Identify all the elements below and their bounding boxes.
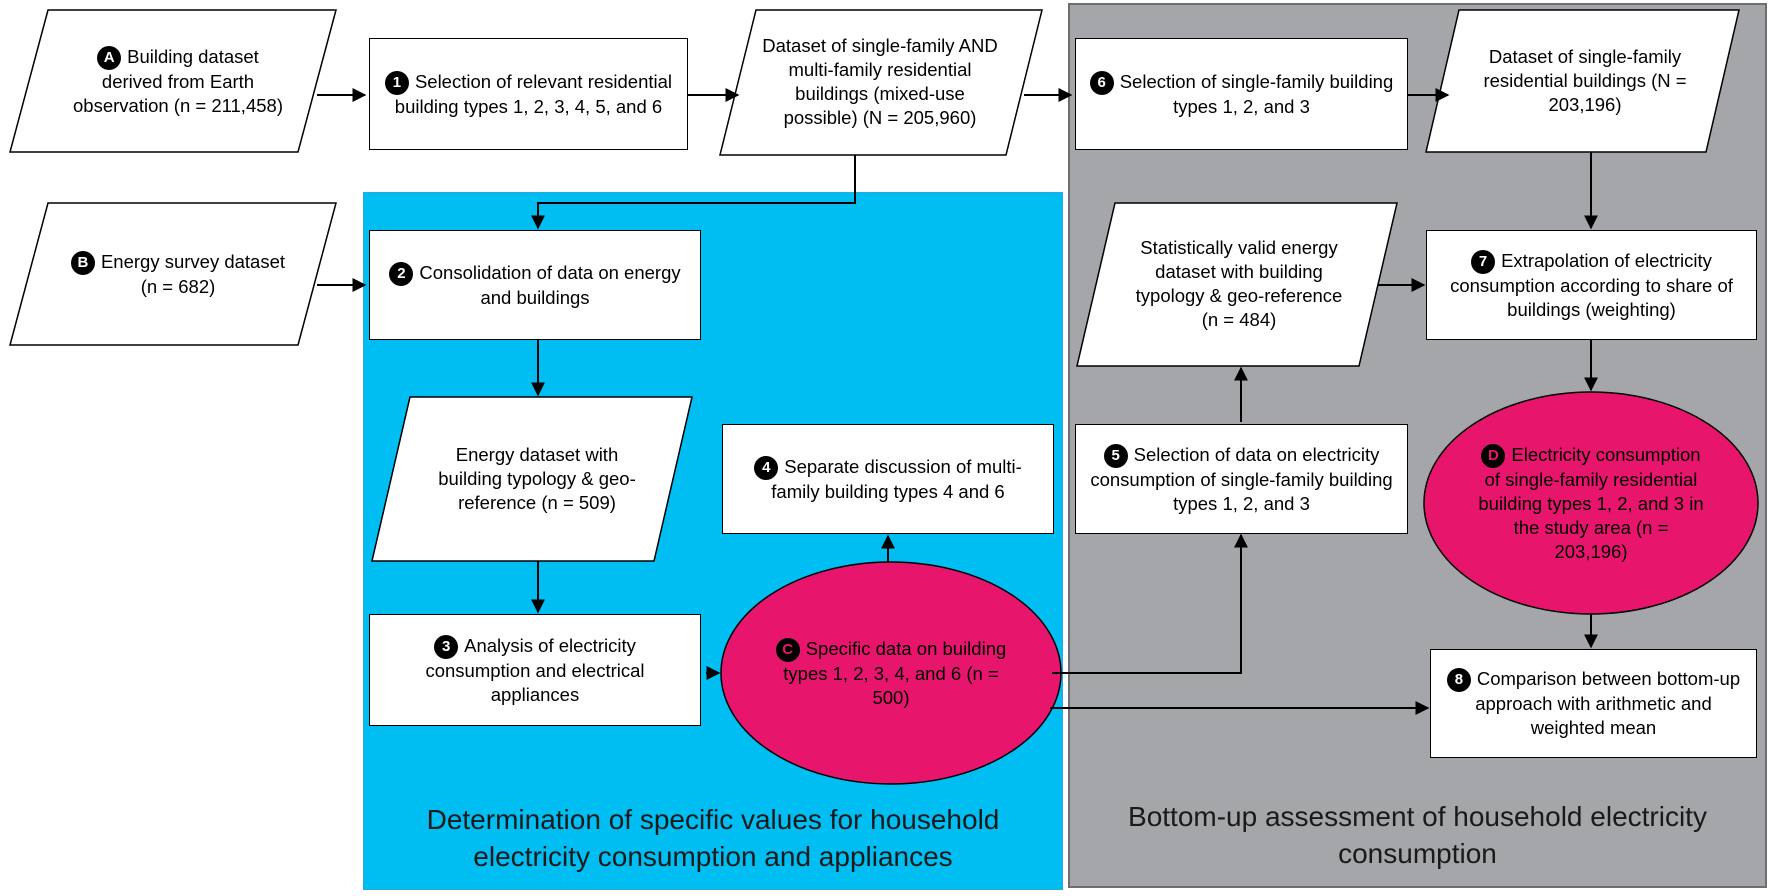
marker-5-icon: 5 <box>1103 443 1128 468</box>
shape-ds-valid <box>1076 202 1398 367</box>
marker-6-icon: 6 <box>1089 70 1114 95</box>
marker-7-icon: 7 <box>1471 249 1496 274</box>
node-D-text: Electricity consumption of single-family… <box>1478 443 1704 562</box>
step-4-text: Separate discussion of multi-family buil… <box>771 455 1022 502</box>
gray-region-title: Bottom-up assessment of household electr… <box>1128 801 1707 869</box>
arrow-dssfmf-2 <box>531 155 856 230</box>
node-ds-energy-text: Energy dataset with building typology & … <box>438 444 636 513</box>
node-B-text: Energy survey dataset (n = 682) <box>100 250 286 297</box>
step-6-text: Selection of single-family building type… <box>1119 70 1394 117</box>
marker-3-icon: 3 <box>434 634 459 659</box>
marker-4-icon: 4 <box>754 455 779 480</box>
node-ds-energy: Energy dataset with building typology & … <box>432 405 642 553</box>
marker-8-icon: 8 <box>1446 668 1471 692</box>
marker-B-icon: B <box>70 250 95 275</box>
step-1-text: Selection of relevant residential buildi… <box>394 70 673 117</box>
node-ds-valid-text: Statistically valid energy dataset with … <box>1135 237 1343 330</box>
marker-D-icon: D <box>1481 443 1506 468</box>
shape-ds-energy <box>371 396 693 562</box>
marker-2-icon: 2 <box>389 261 414 286</box>
marker-1-icon: 1 <box>384 70 409 95</box>
node-C-text: Specific data on building types 1, 2, 3,… <box>783 637 1007 708</box>
marker-A-icon: A <box>97 45 122 70</box>
step-5-text: Selection of data on electricity consump… <box>1090 443 1393 514</box>
step-7-text: Extrapolation of electricity consumption… <box>1450 249 1733 320</box>
node-ds-sf-text: Dataset of single-family residential bui… <box>1483 46 1687 115</box>
arrow-C-5 <box>1052 533 1248 674</box>
marker-C-icon: C <box>775 637 800 662</box>
node-A-text: Building dataset derived from Earth obse… <box>73 45 283 116</box>
shape-ds-sf-mf <box>719 9 1043 156</box>
node-ds-valid: Statistically valid energy dataset with … <box>1130 208 1348 360</box>
shape-ds-sf <box>1425 9 1740 153</box>
shape-B <box>9 202 337 346</box>
node-ds-sf-mf-text: Dataset of single-family AND multi-famil… <box>762 35 998 128</box>
blue-region-title: Determination of specific values for hou… <box>426 804 1000 872</box>
step-3-text: Analysis of electricity consumption and … <box>425 634 645 705</box>
shape-A <box>9 9 337 153</box>
step-2-text: Consolidation of data on energy and buil… <box>419 261 681 308</box>
step-8-text: Comparison between bottom-up approach wi… <box>1475 668 1741 738</box>
node-ds-sf-mf: Dataset of single-family AND multi-famil… <box>760 12 1000 152</box>
node-ds-sf: Dataset of single-family residential bui… <box>1480 14 1690 148</box>
